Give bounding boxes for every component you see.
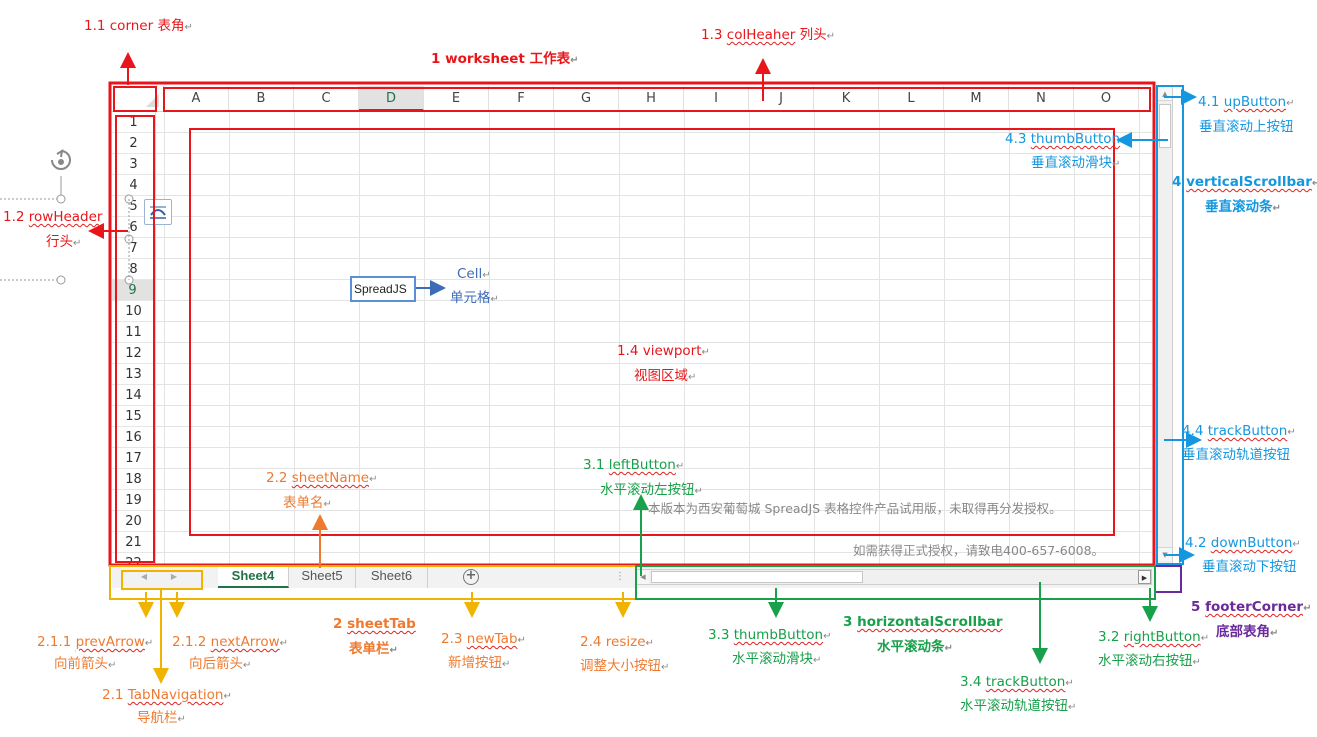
label-footercorner-zh: 底部表角↵ [1216, 624, 1279, 640]
row-header-cell[interactable]: 15 [112, 406, 155, 427]
resize-handle-icon[interactable]: ⋮ [615, 571, 625, 582]
label-hscroll-en: 3 horizontalScrollbar [843, 614, 1003, 630]
label-downbutton-en: 4.2 downButton↵ [1185, 535, 1301, 551]
label-sheettab-zh: 表单栏↵ [349, 641, 398, 657]
column-header-cell[interactable]: J [749, 86, 814, 111]
new-tab-button[interactable]: + [463, 569, 479, 585]
column-header-cell[interactable]: K [814, 86, 879, 111]
row-header-cell[interactable]: 18 [112, 469, 155, 490]
row-header-cell[interactable]: 21 [112, 532, 155, 553]
label-colheader: 1.3 colHeaher 列头↵ [701, 27, 836, 43]
label-vscroll-zh: 垂直滚动条↵ [1205, 199, 1281, 215]
label-hscroll-zh: 水平滚动条↵ [877, 639, 953, 655]
column-header-cell[interactable]: H [619, 86, 684, 111]
row-header-cell[interactable]: 2 [112, 133, 155, 154]
label-worksheet: 1 worksheet 工作表↵ [431, 51, 579, 67]
label-leftbutton-zh: 水平滚动左按钮↵ [600, 482, 703, 498]
horizontal-scroll-thumb[interactable] [651, 571, 863, 583]
label-track-h-zh: 水平滚动轨道按钮↵ [960, 698, 1077, 714]
column-header-cell[interactable]: O [1074, 86, 1139, 111]
label-prevarrow-zh: 向前箭头↵ [54, 656, 117, 672]
watermark-line-2: 如需获得正式授权，请致电400-657-6008。 [853, 543, 1105, 558]
sheet-tab-sheet6[interactable]: Sheet6 [356, 566, 428, 588]
column-header-cell[interactable]: C [294, 86, 359, 111]
row-header-cell[interactable]: 16 [112, 427, 155, 448]
label-prevarrow-en: 2.1.1 prevArrow↵ [37, 634, 154, 650]
row-header-cell[interactable]: 12 [112, 343, 155, 364]
label-newtab-zh: 新增按钮↵ [448, 655, 511, 671]
label-resize-zh: 调整大小按钮↵ [580, 658, 670, 674]
label-sheetname-en: 2.2 sheetName↵ [266, 470, 378, 486]
label-cell-zh: 单元格↵ [450, 290, 499, 306]
label-sheettab-en: 2 sheetTab [333, 616, 416, 632]
label-cell-en: Cell↵ [457, 266, 491, 282]
label-nextarrow-en: 2.1.2 nextArrow↵ [172, 634, 289, 650]
label-tabnav-en: 2.1 TabNavigation↵ [102, 687, 232, 703]
row-header-cell[interactable]: 13 [112, 364, 155, 385]
vertical-scroll-thumb[interactable] [1159, 104, 1171, 148]
row-header-cell[interactable]: 4 [112, 175, 155, 196]
column-header-cell[interactable]: M [944, 86, 1009, 111]
sheet-tab-sheet4[interactable]: Sheet4 [218, 566, 289, 588]
label-thumb-v-en: 4.3 thumbButton [1005, 131, 1121, 147]
row-header-cell[interactable]: 6 [112, 217, 155, 238]
row-header-cell[interactable]: 7 [112, 238, 155, 259]
column-header-cell[interactable]: G [554, 86, 619, 111]
label-sheetname-zh: 表单名↵ [283, 495, 332, 511]
label-track-v-zh: 垂直滚动轨道按钮 [1182, 447, 1290, 463]
label-vscroll-en: 4 verticalScrollbar↵ [1172, 174, 1317, 190]
label-tabnav-zh: 导航栏↵ [137, 710, 186, 726]
label-rowheader-zh: 行头↵ [46, 234, 82, 250]
label-downbutton-zh: 垂直滚动下按钮 [1202, 559, 1297, 575]
viewport-grid[interactable] [156, 112, 1154, 566]
row-header-cell[interactable]: 17 [112, 448, 155, 469]
label-thumb-h-zh: 水平滚动滑块↵ [732, 651, 822, 667]
column-header-cell[interactable]: L [879, 86, 944, 111]
label-track-v-en: 4.4 trackButton↵ [1182, 423, 1296, 439]
row-header-cell[interactable]: 20 [112, 511, 155, 532]
sheet-tab-sheet5[interactable]: Sheet5 [289, 566, 356, 588]
row-header-cell[interactable]: 10 [112, 301, 155, 322]
layout-options-icon[interactable] [144, 199, 172, 225]
column-header-cell[interactable]: F [489, 86, 554, 111]
label-upbutton-zh: 垂直滚动上按钮 [1199, 119, 1294, 135]
label-rowheader-en: 1.2 rowHeader [3, 209, 103, 225]
prev-arrow-icon[interactable]: ◀ [140, 572, 148, 581]
column-header-cell[interactable]: A [164, 86, 229, 111]
column-header-cell[interactable]: B [229, 86, 294, 111]
label-rightbutton-zh: 水平滚动右按钮↵ [1098, 653, 1201, 669]
next-arrow-icon[interactable]: ▶ [170, 572, 178, 581]
label-footercorner-en: 5 footerCorner↵ [1191, 599, 1312, 615]
label-newtab-en: 2.3 newTab↵ [441, 631, 526, 647]
column-header-cell[interactable]: N [1009, 86, 1074, 111]
label-corner: 1.1 corner 表角↵ [84, 18, 193, 34]
label-resize-en: 2.4 resize↵ [580, 634, 654, 650]
label-viewport-zh: 视图区域↵ [634, 368, 697, 384]
label-thumb-h-en: 3.3 thumbButton↵ [708, 627, 832, 643]
label-viewport-en: 1.4 viewport↵ [617, 343, 710, 359]
watermark-line-1: 本版本为西安葡萄城 SpreadJS 表格控件产品试用版，未取得再分发授权。 [648, 501, 1062, 516]
row-header-cell[interactable]: 14 [112, 385, 155, 406]
row-header-cell[interactable]: 3 [112, 154, 155, 175]
label-track-h-en: 3.4 trackButton↵ [960, 674, 1074, 690]
column-header-cell[interactable]: D [359, 86, 424, 111]
row-header-cell[interactable]: 19 [112, 490, 155, 511]
label-rightbutton-en: 3.2 rightButton↵ [1098, 629, 1210, 645]
label-upbutton-en: 4.1 upButton↵ [1198, 94, 1295, 110]
row-header-cell[interactable]: 5 [112, 196, 155, 217]
row-header-cell[interactable]: 1 [112, 112, 155, 133]
row-header-cell[interactable]: 8 [112, 259, 155, 280]
label-leftbutton-en: 3.1 leftButton↵ [583, 457, 685, 473]
row-header-cell[interactable]: 11 [112, 322, 155, 343]
scroll-right-icon[interactable]: ▶ [1138, 570, 1151, 584]
column-header-cell[interactable]: E [424, 86, 489, 111]
label-thumb-v-zh: 垂直滚动滑块↵ [1031, 155, 1121, 171]
label-nextarrow-zh: 向后箭头↵ [189, 656, 252, 672]
column-header-cell[interactable]: I [684, 86, 749, 111]
active-cell[interactable]: SpreadJS [350, 276, 416, 302]
